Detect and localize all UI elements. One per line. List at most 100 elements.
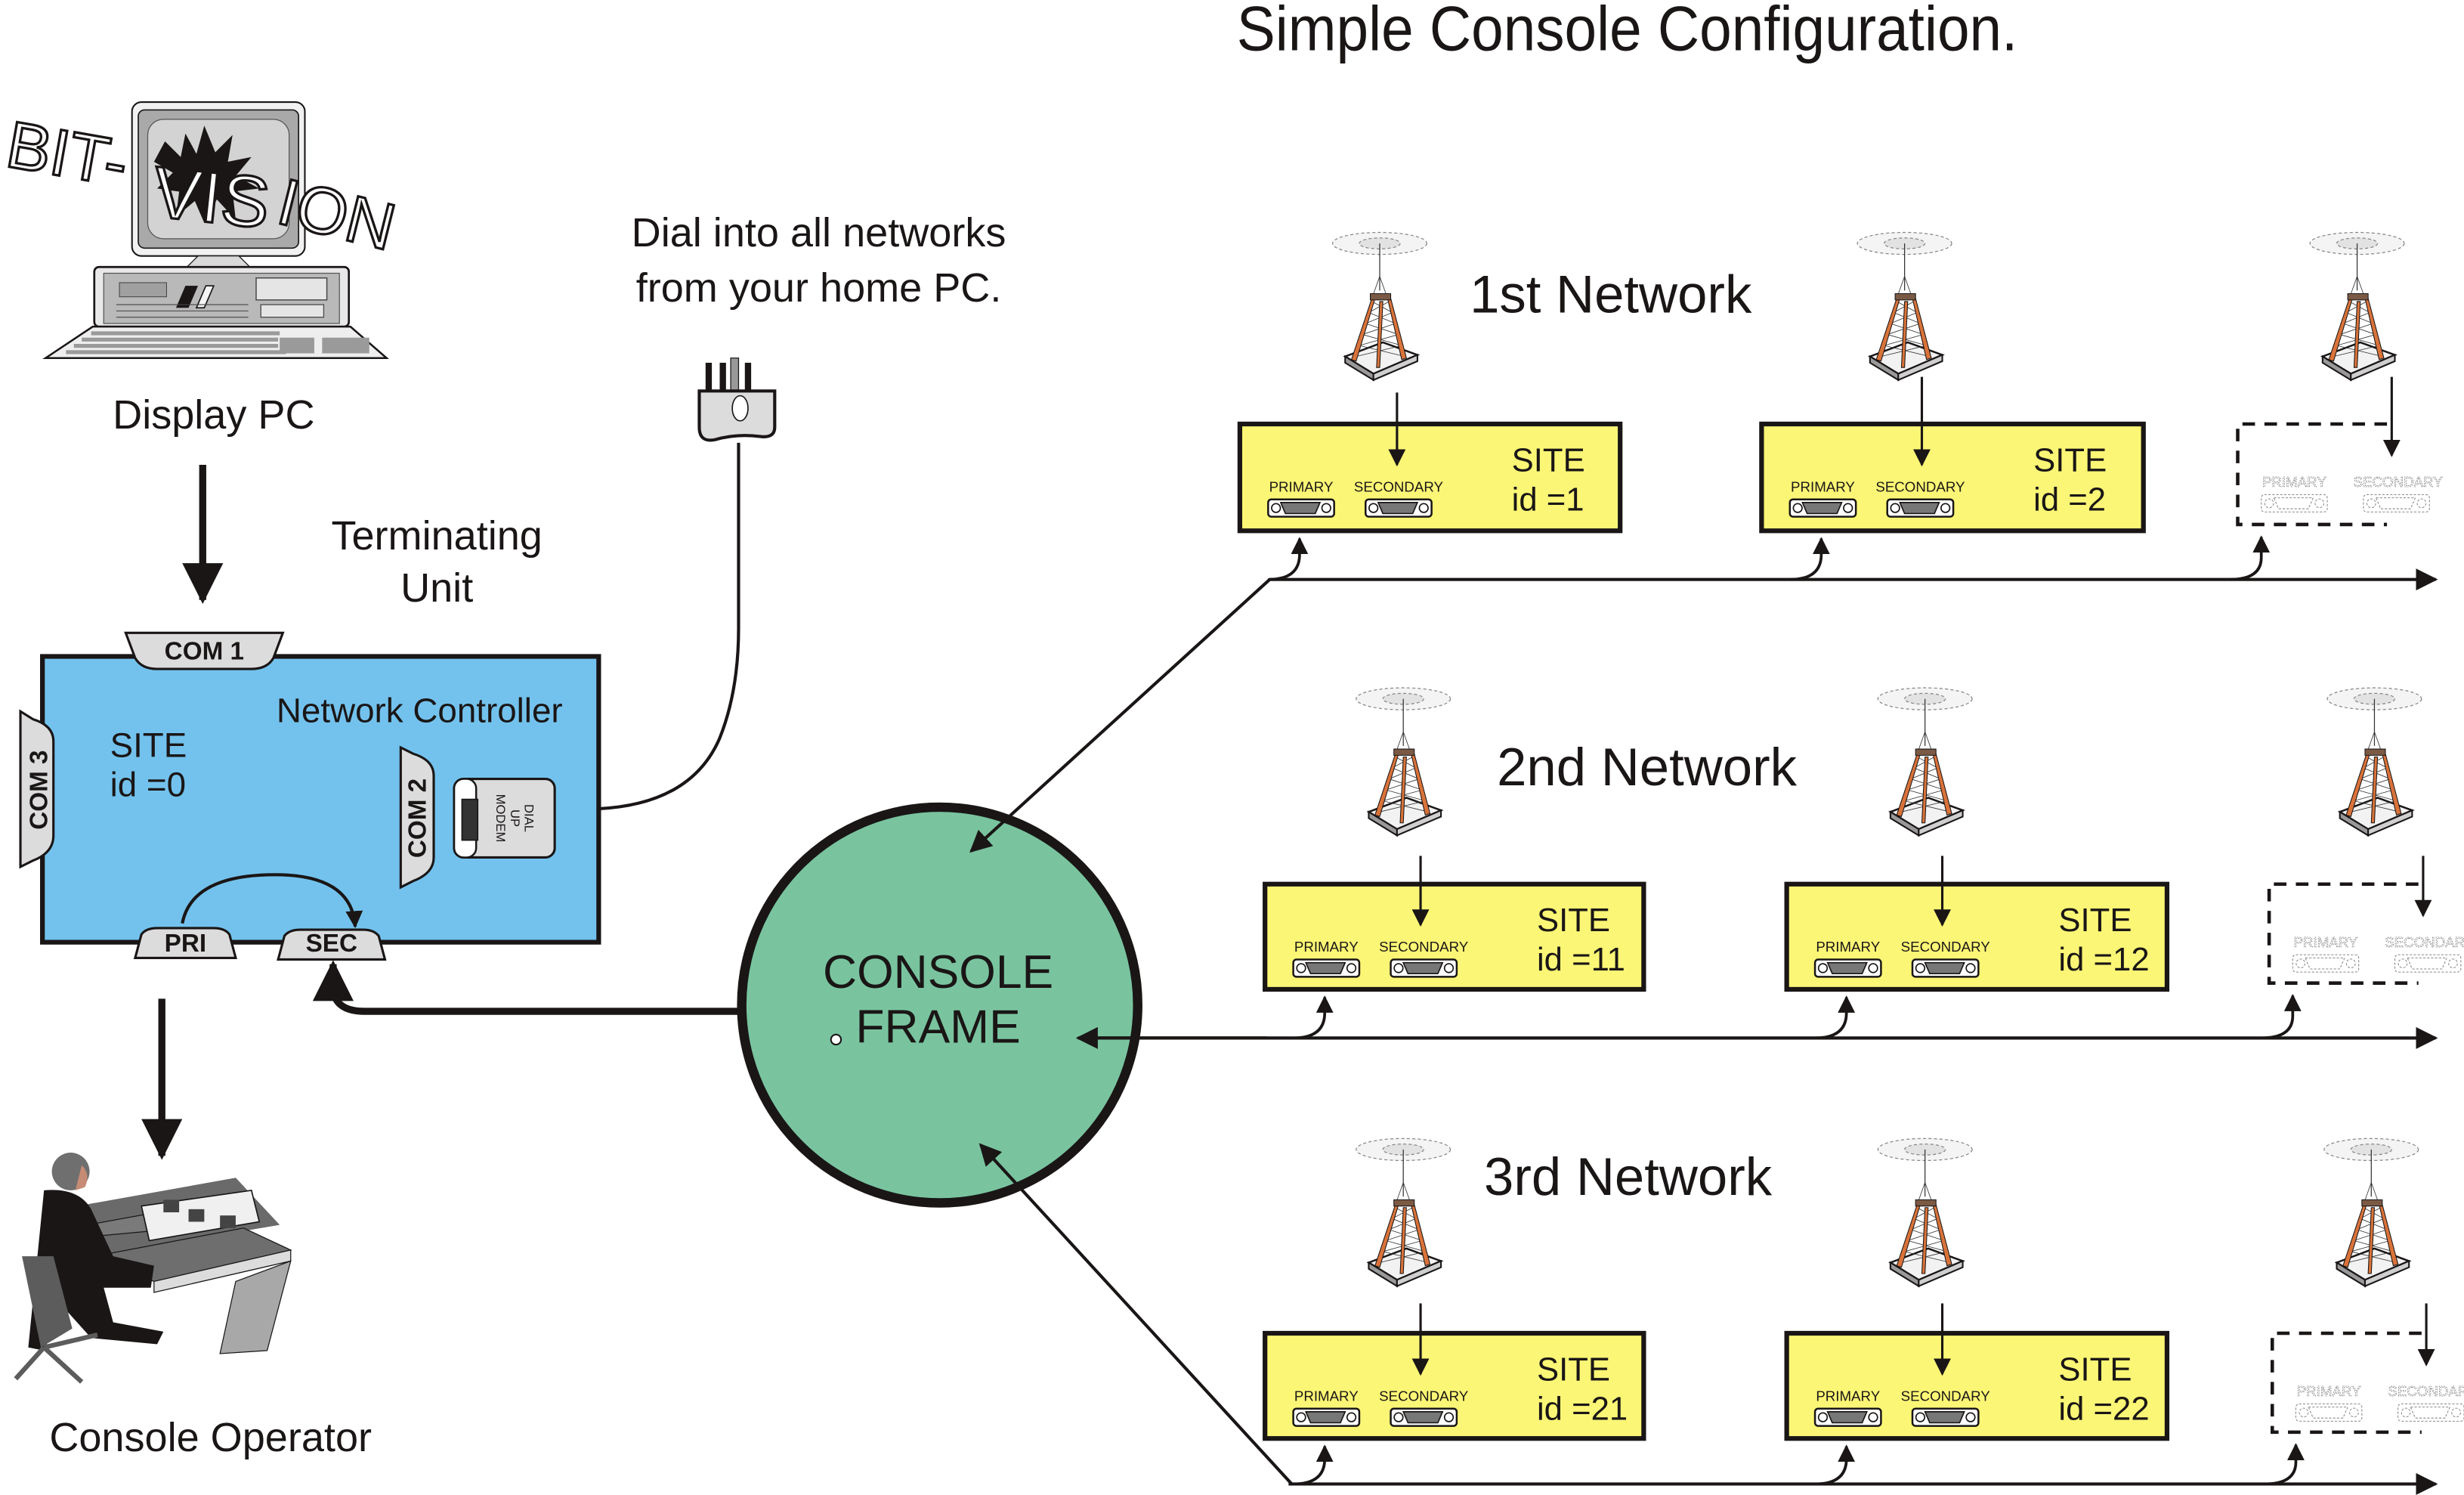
site-label: SITE	[1512, 441, 1585, 478]
placeholder-primary-label: PRIMARY	[2262, 474, 2326, 490]
placeholder-site[interactable]: PRIMARY SECONDARY	[2261, 856, 2464, 1040]
console-frame-dot	[830, 1033, 842, 1046]
primary-connector[interactable]	[1813, 1407, 1882, 1427]
modem-phone-cable	[598, 442, 740, 811]
site-id: id =12	[2058, 941, 2149, 978]
com2-port-label: COM 2	[404, 778, 432, 858]
site-label: SITE	[2058, 1351, 2132, 1388]
logo-vis-text: VIS	[150, 151, 274, 243]
site-id: id =11	[1537, 941, 1625, 978]
com2-port[interactable]: COM 2	[399, 745, 435, 890]
secondary-port-label: SECONDARY	[1379, 1388, 1469, 1404]
network-label: 2nd Network	[1497, 737, 1798, 797]
secondary-connector[interactable]	[1390, 958, 1458, 978]
primary-connector[interactable]	[1292, 1407, 1361, 1427]
bus-tap-arrow	[2261, 993, 2302, 1040]
console-frame-line2: FRAME	[855, 1001, 1020, 1054]
secondary-port-label: SECONDARY	[1901, 939, 1991, 955]
console-frame-line1: CONSOLE	[823, 946, 1053, 998]
link-console-frame-to-sec	[312, 960, 740, 1015]
bus-tap-arrow	[2230, 535, 2271, 581]
primary-port-label: PRIMARY	[1816, 939, 1880, 955]
site-id: id =1	[1512, 481, 1584, 518]
terminating-unit-label-line2: Unit	[400, 565, 473, 611]
link-network1-to-console	[969, 578, 1271, 853]
primary-port-label: PRIMARY	[1294, 939, 1359, 955]
bus-tap-arrow	[1789, 537, 1830, 581]
logo-bit-text: BIT-	[2, 107, 134, 201]
network-controller-label: Network Controller	[277, 692, 563, 730]
radio-tower-icon	[1331, 231, 1428, 382]
radio-tower-icon	[2326, 687, 2422, 837]
placeholder-secondary-label: SECONDARY	[2385, 934, 2464, 950]
site-label: SITE	[1537, 902, 1610, 939]
secondary-connector[interactable]	[1886, 498, 1955, 518]
site-label: SITE	[1537, 1351, 1610, 1388]
placeholder-secondary-connector[interactable]	[2394, 954, 2462, 973]
pri-port[interactable]: PRI	[133, 927, 237, 959]
placeholder-primary-label: PRIMARY	[2294, 934, 2358, 950]
modem-label-line3: MODEM	[493, 794, 508, 843]
sec-port-label: SEC	[306, 930, 357, 958]
radio-tower-icon	[1877, 1138, 1973, 1288]
console-operator-illustration	[14, 1153, 292, 1384]
radio-tower-icon	[2309, 231, 2405, 382]
primary-connector[interactable]	[1813, 958, 1882, 978]
placeholder-secondary-connector[interactable]	[2363, 494, 2430, 512]
primary-connector[interactable]	[1788, 498, 1857, 518]
site-id: id =22	[2058, 1390, 2149, 1427]
display-pc-label: Display PC	[113, 392, 314, 438]
network-controller: Network Controller SITE id =0 COM 1 COM …	[19, 631, 601, 961]
controller-site-id: id =0	[110, 765, 186, 803]
site-label: SITE	[2033, 441, 2107, 478]
modem-label-line2: UP	[508, 809, 522, 827]
network-label: 1st Network	[1470, 264, 1752, 323]
placeholder-primary-connector[interactable]	[2261, 494, 2328, 512]
primary-connector[interactable]	[1267, 498, 1335, 518]
placeholder-primary-connector[interactable]	[2295, 1403, 2363, 1422]
secondary-connector[interactable]	[1911, 1407, 1980, 1427]
secondary-connector[interactable]	[1365, 498, 1433, 518]
controller-site-label: SITE	[110, 726, 187, 764]
dial-in-line2: from your home PC.	[636, 265, 1002, 311]
placeholder-secondary-connector[interactable]	[2398, 1403, 2464, 1422]
radio-tower-icon	[1857, 231, 1952, 382]
dial-in-line1: Dial into all networks	[632, 210, 1006, 255]
bus-tap-arrow	[1293, 1444, 1334, 1486]
console-frame: CONSOLE FRAME	[737, 802, 1142, 1208]
secondary-connector[interactable]	[1911, 958, 1980, 978]
radio-tower-icon	[1356, 687, 1452, 837]
com3-port[interactable]: COM 3	[19, 709, 55, 869]
com1-port[interactable]: COM 1	[124, 631, 285, 670]
site-id: id =2	[2033, 481, 2106, 518]
primary-port-label: PRIMARY	[1791, 478, 1855, 494]
terminating-unit-label-line1: Terminating	[331, 513, 542, 559]
secondary-port-label: SECONDARY	[1901, 1388, 1991, 1404]
sec-port[interactable]: SEC	[277, 928, 387, 961]
link-network3-to-console	[978, 1143, 1294, 1485]
secondary-connector[interactable]	[1390, 1407, 1458, 1427]
console-operator-label: Console Operator	[49, 1415, 372, 1460]
bus-tap-arrow	[1815, 995, 1856, 1040]
secondary-port-label: SECONDARY	[1379, 939, 1469, 955]
radio-tower-icon	[1877, 687, 1973, 837]
bus-tap-arrow	[1815, 1444, 1856, 1486]
primary-connector[interactable]	[1292, 958, 1361, 978]
modem-label-line1: DIAL	[522, 804, 536, 832]
radio-tower-icon	[2323, 1138, 2419, 1288]
placeholder-primary-connector[interactable]	[2292, 954, 2360, 973]
primary-port-label: PRIMARY	[1294, 1388, 1359, 1404]
pri-port-label: PRI	[165, 930, 206, 958]
primary-port-label: PRIMARY	[1816, 1388, 1880, 1404]
